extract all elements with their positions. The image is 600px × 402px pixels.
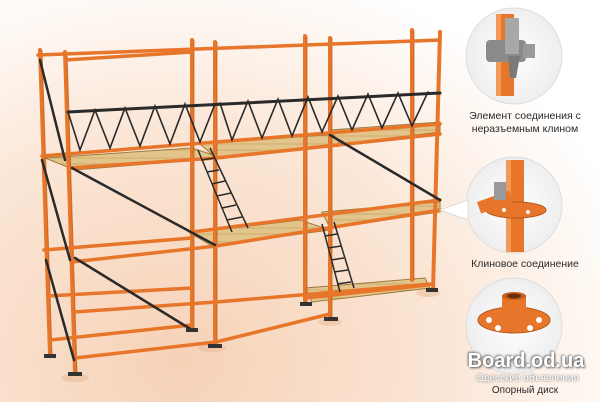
post-highlights [41,30,415,373]
caption-base-disc: Опорный диск [491,385,559,396]
ladder-lower [321,221,355,293]
diagonal-braces [38,58,442,362]
detail-wedge-joint [438,156,563,254]
horizontal-ledgers [36,38,442,360]
truss-beams [66,91,442,153]
ground-shadows [61,289,440,382]
watermark-site: Board.od.ua [467,350,585,372]
ladder-upper [197,147,249,233]
vertical-posts [38,28,442,374]
watermark-subtitle: Одесские объявления [476,373,579,384]
caption-wedge-element: Элемент соединения с неразъемным клином [469,110,581,135]
caption-wedge-joint: Клиновое соединение [471,258,579,270]
base-plates [44,288,438,376]
detail-base-disc [465,277,563,375]
detail-wedge-element [465,7,563,105]
